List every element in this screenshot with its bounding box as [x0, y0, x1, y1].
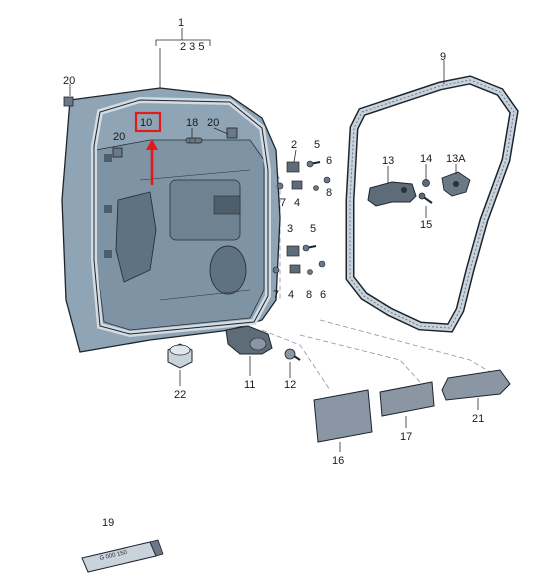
- frame-cap: [104, 205, 112, 213]
- callout-13: 13: [382, 155, 394, 167]
- lower-fastener-group: [272, 244, 326, 275]
- callout-10: 10: [140, 117, 152, 129]
- hinge-module: [367, 181, 417, 207]
- callout-2-3-5: 2 3 5: [180, 41, 204, 53]
- callout-13a: 13A: [446, 153, 466, 165]
- clip-part: [185, 137, 203, 144]
- door-shell: [61, 87, 281, 353]
- frame-cap: [104, 154, 112, 162]
- callout-7-upper: 7: [280, 197, 286, 209]
- door-seal: [345, 75, 519, 333]
- callout-19: 19: [102, 517, 114, 529]
- callout-20-mid: 20: [113, 131, 125, 143]
- door-window-frame-outline: [93, 99, 269, 335]
- callout-12: 12: [284, 379, 296, 391]
- callout-6-upper: 6: [326, 155, 332, 167]
- callout-6-lower: 6: [320, 289, 326, 301]
- door-lock-box: [213, 195, 241, 215]
- plug-part: [167, 343, 193, 369]
- highlight-arrow: [146, 139, 158, 185]
- callout-15: 15: [420, 219, 432, 231]
- foil-pad-mid: [379, 381, 435, 417]
- callout-9: 9: [440, 51, 446, 63]
- callout-8-lower: 8: [306, 289, 312, 301]
- callout-22: 22: [174, 389, 186, 401]
- bolt-part: [284, 348, 301, 361]
- callout-18: 18: [186, 117, 198, 129]
- foil-pad-large: [313, 389, 373, 443]
- callout-20-left: 20: [63, 75, 75, 87]
- hinge-cover: [441, 171, 471, 197]
- callout-5-upper: 5: [314, 139, 320, 151]
- callout-numbers: 1 2 3 5 9 20 20 10 18 20 2 5 6 8 7 4 13 …: [63, 17, 484, 529]
- cap-part-left: [63, 96, 74, 107]
- callout-3: 3: [287, 223, 293, 235]
- handle-bracket: [225, 325, 273, 355]
- foil-pad-right: [441, 369, 511, 401]
- callout-1: 1: [178, 17, 184, 29]
- callout-14: 14: [420, 153, 432, 165]
- callout-4-upper: 4: [294, 197, 300, 209]
- highlight-box: [134, 111, 162, 133]
- callout-16: 16: [332, 455, 344, 467]
- callout-20-top: 20: [207, 117, 219, 129]
- callout-11: 11: [244, 379, 255, 391]
- callout-8-upper: 8: [326, 187, 332, 199]
- hinge-bolt: [422, 179, 430, 187]
- callout-leaders: [69, 28, 479, 452]
- callout-17: 17: [400, 431, 412, 443]
- frame-cap: [104, 250, 112, 258]
- door-speaker-cutout: [209, 245, 247, 295]
- callout-4-lower: 4: [288, 289, 294, 301]
- hinge-screw: [418, 192, 433, 204]
- door-access-hole: [115, 191, 157, 283]
- upper-fastener-group: [276, 160, 331, 191]
- sealant-tube: G 000 150: [81, 539, 164, 573]
- callout-21: 21: [472, 413, 484, 425]
- callout-2: 2: [291, 139, 297, 151]
- callout-5-lower: 5: [310, 223, 316, 235]
- cap-part-mid: [112, 147, 123, 158]
- cap-part-top: [226, 127, 238, 139]
- callout-7-lower: 7: [273, 289, 279, 301]
